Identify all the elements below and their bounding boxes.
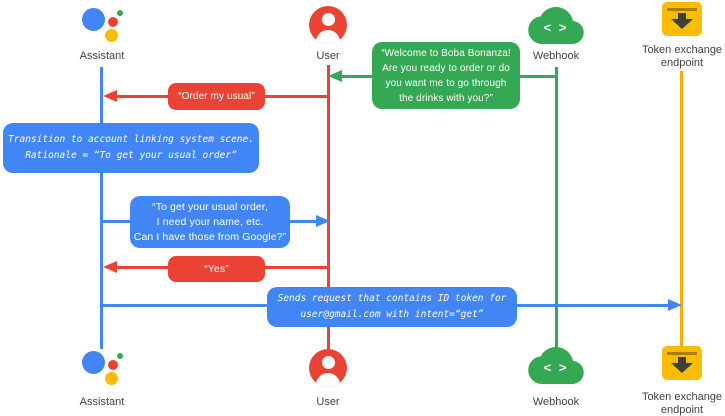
token-slot-stripe — [667, 352, 697, 355]
webhook-label-top: Webhook — [501, 50, 611, 63]
message-ask-google-data: “To get your usual order, I need your na… — [130, 196, 290, 248]
message-welcome-line2: Are you ready to order or do — [382, 61, 510, 76]
token-endpoint-label-top: Token exchange endpoint — [627, 44, 725, 69]
token-label-line2: endpoint — [627, 404, 725, 416]
token-slot-stripe — [667, 8, 697, 11]
welcome-arrowhead — [328, 70, 342, 82]
webhook-label-bottom: Webhook — [501, 396, 611, 409]
token-arrow-head — [671, 19, 693, 29]
user-icon-bottom — [309, 349, 347, 387]
assistant-green-dot — [117, 10, 123, 16]
user-label-top: User — [273, 50, 383, 63]
assistant-red-circle — [108, 360, 118, 370]
user-body-shape — [316, 373, 340, 388]
user-icon — [309, 6, 347, 44]
message-welcome-line3: you want me to go through — [386, 76, 507, 91]
message-welcome-line1: “Welcome to Boba Bonanza! — [381, 46, 511, 61]
message-send-line2: user@gmail.com with intent=“get” — [300, 307, 483, 323]
user-body-shape — [316, 30, 340, 45]
message-ask-line2: I need your name, etc. — [157, 215, 264, 230]
token-endpoint-label-bottom: Token exchange endpoint — [627, 391, 725, 416]
assistant-blue-circle — [82, 8, 105, 31]
token-label-line2: endpoint — [627, 57, 725, 70]
message-ask-line1: “To get your usual order, — [152, 200, 268, 215]
message-welcome: “Welcome to Boba Bonanza! Are you ready … — [372, 42, 520, 109]
message-order-my-usual: “Order my usual” — [168, 83, 265, 110]
assistant-lifeline — [100, 67, 103, 349]
user-head-shape — [322, 356, 335, 369]
message-yes-line1: “Yes” — [204, 262, 229, 277]
assistant-red-circle — [108, 17, 118, 27]
assistant-blue-circle — [82, 351, 105, 374]
code-brackets-glyph: < > — [528, 360, 584, 375]
assistant-label-bottom: Assistant — [47, 396, 157, 409]
message-ask-line3: Can I have those from Google?” — [134, 230, 286, 245]
token-endpoint-icon-bottom — [662, 346, 702, 380]
order-arrowhead — [103, 90, 117, 102]
token-endpoint-icon — [662, 2, 702, 36]
message-transition-note: Transition to account linking system sce… — [3, 123, 259, 173]
assistant-yellow-circle — [105, 372, 118, 385]
google-assistant-icon — [78, 6, 126, 46]
assistant-yellow-circle — [105, 29, 118, 42]
webhook-cloud-icon-bottom: < > — [528, 347, 584, 384]
user-label-bottom: User — [273, 396, 383, 409]
yes-arrowhead — [103, 261, 117, 273]
code-brackets-glyph: < > — [528, 20, 584, 35]
token-arrow-head — [671, 363, 693, 373]
assistant-label-top: Assistant — [47, 50, 157, 63]
message-order-line1: “Order my usual” — [178, 89, 255, 104]
webhook-cloud-icon: < > — [528, 7, 584, 44]
message-transition-line2: Rationale = “To get your usual order” — [25, 148, 237, 164]
send-request-arrowhead — [668, 299, 682, 311]
google-assistant-icon-bottom — [78, 349, 126, 389]
token-label-line1: Token exchange — [627, 391, 725, 404]
message-transition-line1: Transition to account linking system sce… — [8, 132, 254, 148]
user-head-shape — [322, 13, 335, 26]
message-send-line1: Sends request that contains ID token for — [278, 291, 507, 307]
message-send-request: Sends request that contains ID token for… — [267, 287, 517, 327]
ask-arrowhead — [316, 215, 330, 227]
message-yes: “Yes” — [168, 256, 265, 282]
message-welcome-line4: the drinks with you?” — [399, 91, 493, 106]
token-label-line1: Token exchange — [627, 44, 725, 57]
assistant-green-dot — [117, 353, 123, 359]
